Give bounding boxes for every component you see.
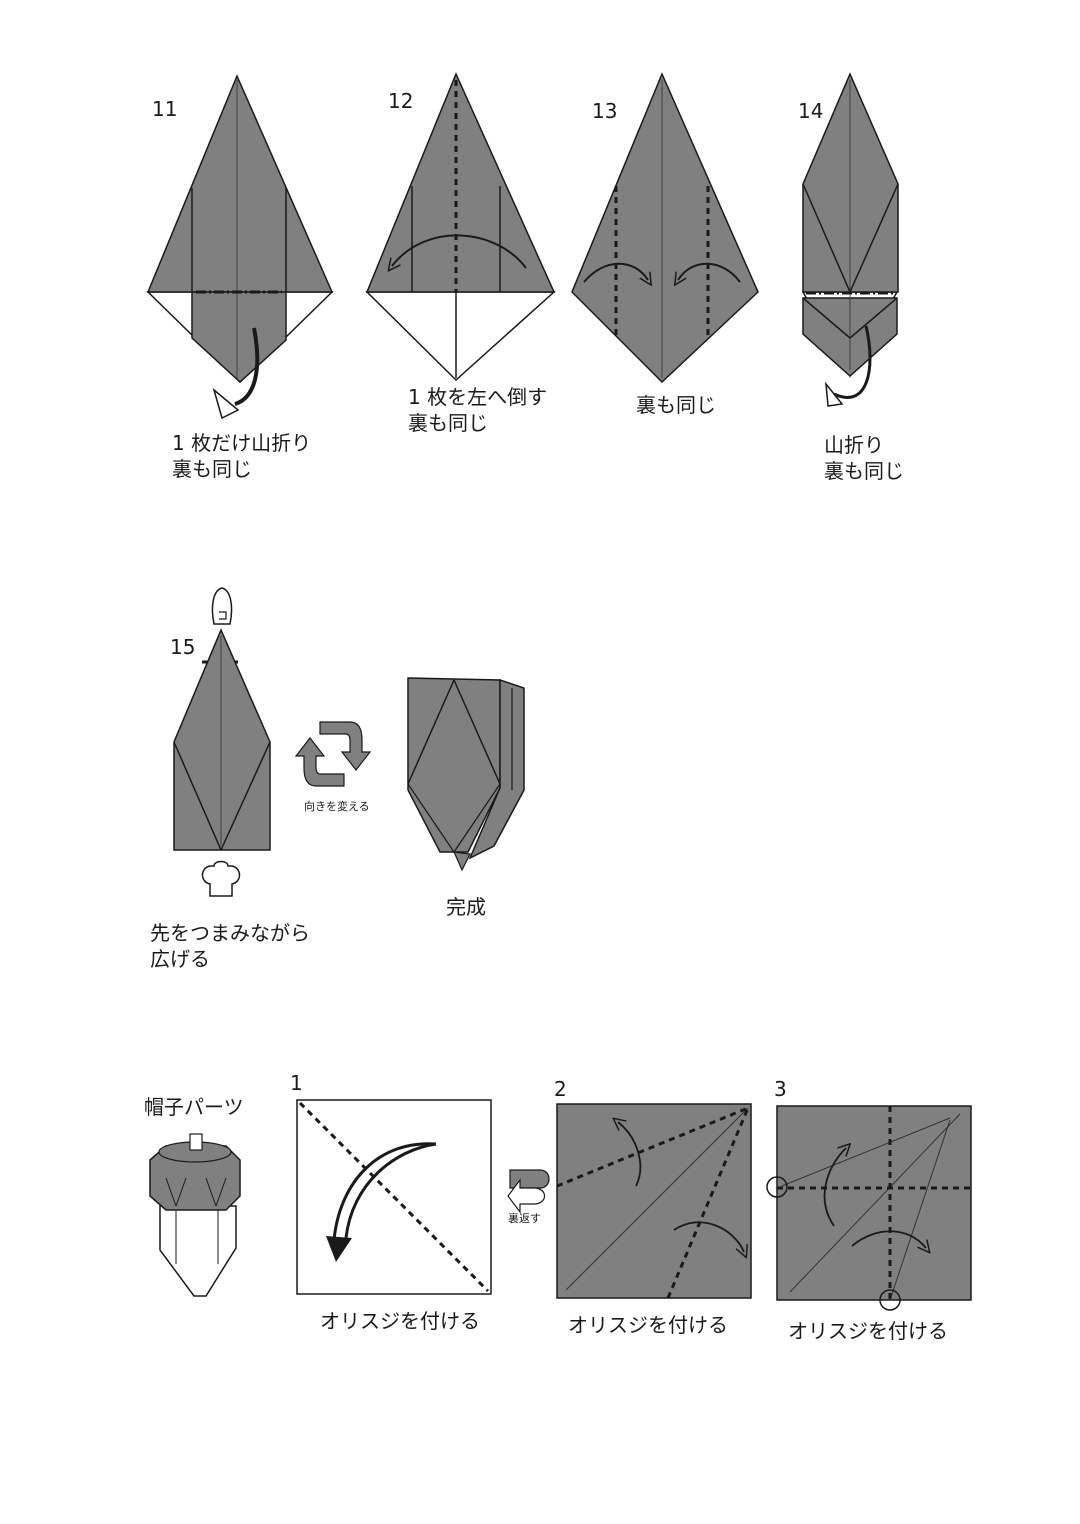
flip-label: 裏返す [508, 1211, 541, 1225]
rotate-icon [294, 721, 372, 787]
step-12: 12 1 枚を左へ倒す 裏も同じ [365, 72, 556, 435]
curved-arrow-icon [326, 1236, 352, 1262]
cap-part: 帽子パーツ 1 オリスジを付ける [144, 1071, 972, 1343]
completed-model: 完成 [407, 677, 525, 919]
push-arrow-icon [201, 860, 241, 897]
hollow-arrow-icon [212, 387, 240, 420]
step-number: 3 [774, 1077, 787, 1101]
step-caption: 1 枚を左へ倒す [408, 385, 547, 409]
step-13: 13 裏も同じ [571, 72, 759, 417]
pinch-hand-icon [211, 587, 233, 625]
step-number: 13 [592, 99, 617, 123]
step-number: 2 [554, 1077, 567, 1101]
curved-arrow-icon [618, 1122, 642, 1187]
step-number: 1 [290, 1071, 303, 1095]
cap-step-2: 2 オリスジを付ける [554, 1077, 752, 1337]
cap-part-title: 帽子パーツ [144, 1095, 244, 1119]
step-number: 15 [170, 635, 195, 659]
step-11: 11 1 枚だけ山折り 裏も同じ [146, 74, 334, 481]
step-caption: 広げる [150, 947, 210, 971]
step-14: 14 山折り 裏も同じ [798, 72, 904, 483]
rotate-symbol: 向きを変える [294, 721, 372, 813]
cap-part-illustration [149, 1133, 241, 1297]
complete-label: 完成 [446, 895, 486, 919]
step-caption: オリスジを付ける [568, 1313, 728, 1337]
step-number: 14 [798, 99, 823, 123]
curved-arrow-icon [583, 262, 648, 282]
hollow-arrow-icon [825, 381, 844, 407]
step-caption: 1 枚だけ山折り [172, 431, 311, 455]
step-caption: 裏も同じ [408, 411, 488, 435]
curved-arrow-icon [851, 1230, 926, 1248]
step-caption: 裏も同じ [172, 457, 252, 481]
curved-arrow-icon [673, 1221, 744, 1252]
step-caption: オリスジを付ける [320, 1309, 480, 1333]
step-number: 12 [388, 89, 413, 113]
step-caption: オリスジを付ける [788, 1319, 948, 1343]
step-caption: 先をつまみながら [150, 921, 310, 945]
cap-step-1: 1 オリスジを付ける [290, 1071, 492, 1333]
step-caption: 裏も同じ [636, 393, 716, 417]
curved-arrow-icon [392, 234, 527, 268]
curved-arrow-icon [678, 262, 741, 282]
step-caption: 裏も同じ [824, 459, 904, 483]
rotate-label: 向きを変える [304, 799, 370, 813]
cap-step-3: 3 オリスジを付ける [766, 1077, 972, 1343]
flip-symbol: 裏返す [507, 1169, 550, 1225]
flip-over-icon [507, 1169, 550, 1214]
step-caption: 山折り [824, 433, 884, 457]
step-15: 15 先をつまみながら 広げる [150, 587, 310, 971]
curved-arrow-icon [823, 1148, 846, 1227]
step-number: 11 [152, 97, 177, 121]
